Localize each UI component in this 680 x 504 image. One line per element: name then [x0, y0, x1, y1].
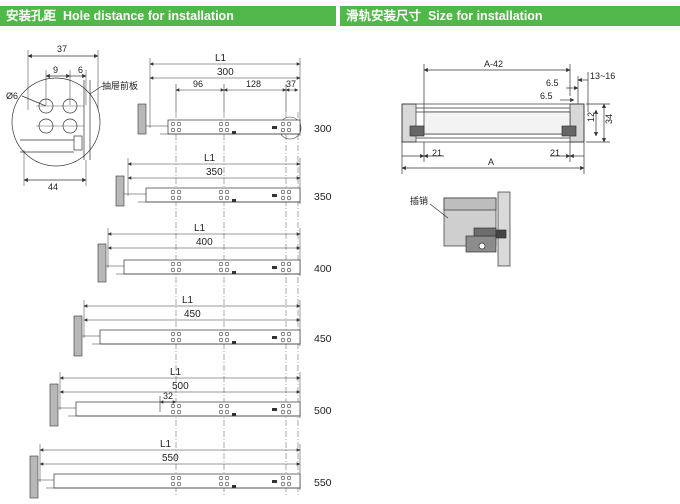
dim-l1-label: L1: [215, 53, 227, 64]
hole-reference-lines: [175, 112, 299, 496]
dim-length-350: 350: [206, 167, 223, 178]
dim-length-450: 450: [184, 309, 201, 320]
dim-9: 9: [53, 65, 58, 75]
dim-13-16: 13~16: [590, 71, 615, 81]
pin-detail-view: [429, 191, 511, 267]
drawer-front-panel: [73, 315, 83, 357]
dim-l1-label: L1: [204, 153, 216, 164]
header-en: Size for installation: [427, 9, 543, 23]
section-header-installation-size: 滑轨安装尺寸 Size for installation: [340, 6, 680, 26]
dim-6-5-bottom: 6.5: [540, 91, 553, 101]
dim-length-300: 300: [217, 67, 234, 78]
slide-rail: [53, 473, 301, 489]
header-cn: 安装孔距: [6, 9, 57, 23]
drawer-front-panel: [115, 175, 125, 207]
dim-21-right: 21: [550, 148, 560, 158]
dim-l1-label: L1: [170, 367, 182, 378]
slide-row-400: L1 400 400: [97, 223, 332, 283]
size-label-550: 550: [314, 477, 332, 489]
installation-section-view: [401, 64, 610, 174]
dim-128: 128: [246, 79, 261, 89]
dim-length-400: 400: [196, 237, 213, 248]
dim-6: 6: [78, 65, 83, 75]
dim-34: 34: [604, 114, 614, 124]
dim-l1-label: L1: [182, 295, 194, 306]
dim-a-minus-42: A-42: [484, 59, 503, 69]
dim-21-left: 21: [432, 148, 442, 158]
dim-l1-label: L1: [194, 223, 206, 234]
dim-diameter-6: Ø6: [6, 91, 18, 101]
dim-12: 12: [586, 112, 596, 122]
slide-row-300: L1 300 300: [137, 53, 332, 136]
slide-row-500: L1 500 500: [49, 367, 332, 427]
header-en: Hole distance for installation: [62, 9, 234, 23]
dim-37: 37: [286, 79, 296, 89]
size-label-350: 350: [314, 191, 332, 203]
size-label-400: 400: [314, 263, 332, 275]
header-cn: 滑轨安装尺寸: [346, 9, 422, 23]
dim-44: 44: [48, 182, 58, 192]
drawer-front-panel: [29, 455, 39, 499]
slide-row-450: L1 450 450: [73, 295, 332, 357]
drawer-front-label: 抽屉前板: [102, 80, 138, 91]
size-label-450: 450: [314, 333, 332, 345]
drawer-front-panel: [49, 383, 59, 427]
size-label-300: 300: [314, 123, 332, 135]
slide-rows: L1300300L1350350L1400400L1450450L1500500…: [29, 53, 332, 499]
dim-6-5-top: 6.5: [546, 78, 559, 88]
drawer-front-panel: [137, 103, 147, 135]
slide-rail: [99, 329, 301, 345]
dim-37-detail: 37: [57, 44, 67, 54]
dim-l1-label: L1: [160, 439, 172, 450]
slide-row-550: L1 550 550: [29, 439, 332, 499]
drawer-front-panel: [97, 243, 107, 283]
slide-rail: [75, 401, 301, 417]
hole-detail-view: [11, 50, 103, 186]
size-label-500: 500: [314, 405, 332, 417]
dim-96: 96: [193, 79, 203, 89]
slide-row-350: L1 350 350: [115, 153, 332, 207]
section-header-hole-distance: 安装孔距 Hole distance for installation: [0, 6, 336, 26]
dim-length-550: 550: [162, 453, 179, 464]
pin-label: 插销: [410, 195, 428, 206]
dim-32: 32: [163, 391, 173, 401]
dim-length-500: 500: [172, 381, 189, 392]
dim-a: A: [488, 157, 494, 167]
